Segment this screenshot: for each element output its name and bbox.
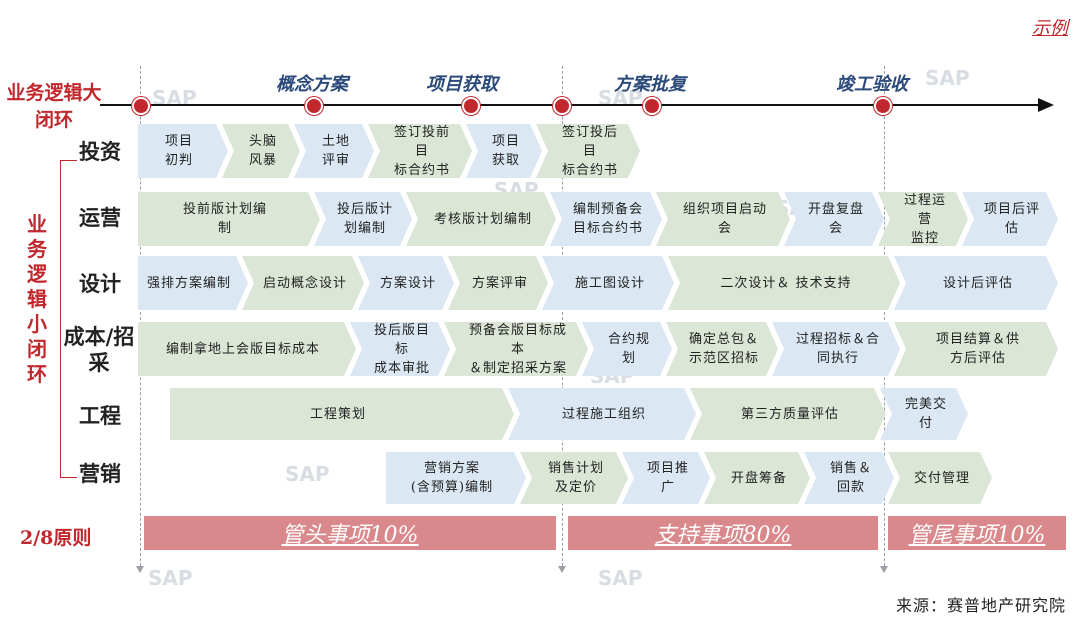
step-chevron: 投前版计划编 制 — [138, 192, 320, 246]
step-chevron: 过程施工组织 — [508, 388, 696, 440]
phase-label: 竣工验收 — [836, 74, 908, 95]
step-chevron: 项目 获取 — [466, 124, 542, 178]
step-chevron: 预备会版目标成本 ＆制定招采方案 — [444, 322, 588, 376]
step-chevron: 签订投前目 标合约书 — [368, 124, 472, 178]
row-label-mkt: 营销 — [79, 461, 121, 486]
band-tail: 管尾事项10% — [888, 516, 1066, 550]
step-chevron: 方案评审 — [448, 256, 548, 310]
step-chevron: 合约规划 — [582, 322, 672, 376]
row-bracket — [60, 160, 77, 478]
step-chevron: 头脑 风暴 — [222, 124, 300, 178]
step-chevron: 项目 初判 — [138, 124, 228, 178]
step-chevron: 确定总包＆ 示范区招标 — [666, 322, 778, 376]
step-chevron: 启动概念设计 — [242, 256, 364, 310]
big-loop-label: 业务逻辑大闭环 — [6, 82, 102, 131]
step-chevron: 签订投后目 标合约书 — [536, 124, 640, 178]
row-label-design: 设计 — [79, 271, 121, 296]
watermark: SAP — [148, 566, 193, 590]
step-chevron: 工程策划 — [170, 388, 514, 440]
guide-line — [562, 66, 563, 566]
timeline-arrow-icon — [1038, 98, 1054, 112]
band-head: 管头事项10% — [144, 516, 556, 550]
milestone-dot — [643, 97, 661, 115]
step-chevron: 完美交付 — [880, 388, 968, 440]
rule-label: 2/8原则 — [20, 527, 92, 549]
step-chevron: 销售＆ 回款 — [804, 452, 894, 504]
guide-arrow — [136, 566, 144, 573]
milestone-dot — [305, 97, 323, 115]
guide-arrow — [880, 566, 888, 573]
row-label-cost: 成本/招采 — [63, 324, 135, 375]
row-label-invest: 投资 — [79, 139, 121, 164]
step-chevron: 组织项目启动 会 — [656, 192, 790, 246]
step-chevron: 交付管理 — [888, 452, 992, 504]
step-chevron: 方案设计 — [358, 256, 454, 310]
band-support: 支持事项80% — [568, 516, 878, 550]
watermark: SAP — [925, 66, 970, 90]
step-chevron: 项目后评估 — [962, 192, 1058, 246]
phase-label: 方案批复 — [614, 74, 686, 95]
milestone-dot — [462, 97, 480, 115]
row-label-ops: 运营 — [79, 205, 121, 230]
step-chevron: 二次设计＆ 技术支持 — [668, 256, 900, 310]
step-chevron: 销售计划 及定价 — [520, 452, 628, 504]
milestone-dot — [874, 97, 892, 115]
step-chevron: 编制预备会 目标合约书 — [550, 192, 662, 246]
source-note: 来源：赛普地产研究院 — [895, 596, 1066, 615]
milestone-dot — [553, 97, 571, 115]
guide-arrow — [558, 566, 566, 573]
step-chevron: 强排方案编制 — [138, 256, 248, 310]
step-chevron: 投后版目标 成本审批 — [350, 322, 450, 376]
small-loop-label: 业务逻辑小闭环 — [27, 212, 47, 386]
step-chevron: 土地 评审 — [294, 124, 374, 178]
step-chevron: 开盘筹备 — [704, 452, 810, 504]
step-chevron: 第三方质量评估 — [690, 388, 886, 440]
step-chevron: 施工图设计 — [542, 256, 674, 310]
milestone-dot — [132, 97, 150, 115]
watermark: SAP — [598, 86, 643, 110]
step-chevron: 营销方案 (含预算)编制 — [386, 452, 526, 504]
sample-label: 示例 — [1032, 18, 1068, 39]
step-chevron: 考核版计划编制 — [406, 192, 556, 246]
step-chevron: 过程招标＆合 同执行 — [772, 322, 900, 376]
step-chevron: 编制拿地上会版目标成本 — [138, 322, 356, 376]
watermark: SAP — [598, 566, 643, 590]
step-chevron: 投后版计 划编制 — [314, 192, 412, 246]
step-chevron: 项目结算＆供 方后评估 — [894, 322, 1058, 376]
guide-line — [884, 66, 885, 566]
row-label-eng: 工程 — [79, 403, 121, 428]
watermark: SAP — [152, 86, 197, 110]
guide-line — [140, 66, 141, 566]
phase-label: 概念方案 — [276, 74, 348, 95]
step-chevron: 过程运营 监控 — [878, 192, 968, 246]
step-chevron: 项目推广 — [622, 452, 710, 504]
watermark: SAP — [285, 462, 330, 486]
phase-label: 项目获取 — [426, 74, 498, 95]
step-chevron: 设计后评估 — [894, 256, 1058, 310]
step-chevron: 开盘复盘会 — [784, 192, 884, 246]
